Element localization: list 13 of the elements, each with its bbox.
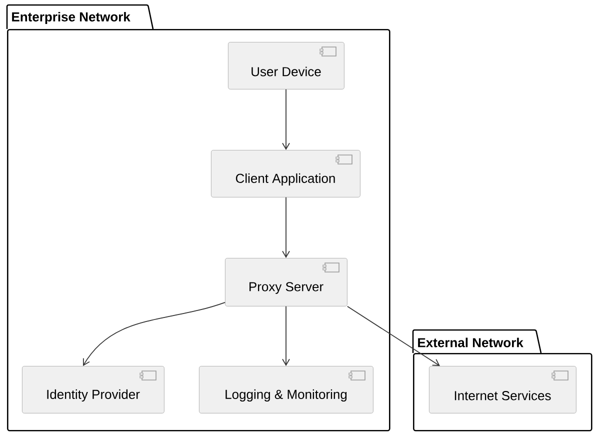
component-box: Identity Provider bbox=[22, 366, 164, 414]
component-box: Logging & Monitoring bbox=[199, 366, 374, 414]
component-box: Proxy Server bbox=[225, 258, 348, 306]
component-box: Internet Services bbox=[429, 366, 576, 414]
node-label: External Network bbox=[418, 338, 524, 348]
component-box: User Device bbox=[228, 42, 344, 90]
arrow bbox=[282, 196, 290, 258]
arrow bbox=[82, 302, 226, 366]
component-box: Client Application bbox=[211, 150, 360, 198]
arrow bbox=[346, 306, 440, 366]
node-label: Enterprise Network bbox=[12, 12, 130, 24]
arrow bbox=[282, 88, 290, 150]
arrow bbox=[282, 306, 290, 366]
